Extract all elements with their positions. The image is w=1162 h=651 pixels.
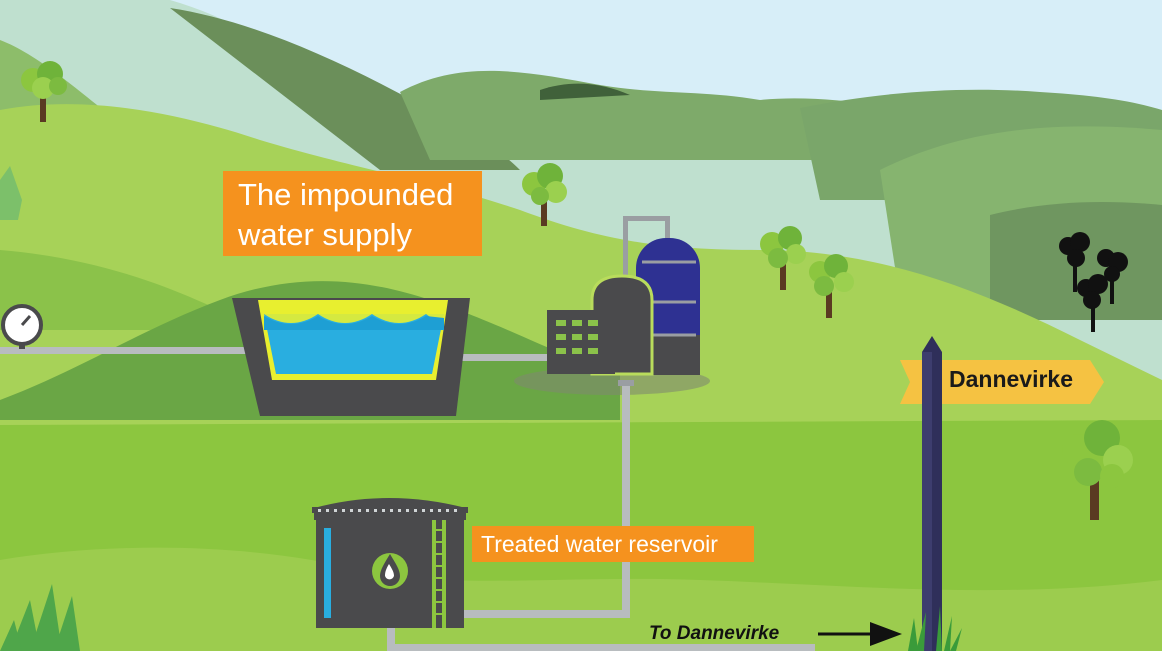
treatment-plant	[514, 216, 710, 395]
road-direction-label: To Dannevirke	[649, 623, 780, 644]
treated-reservoir-label: Treated water reservoir	[472, 526, 754, 562]
tree-icon	[21, 61, 67, 122]
impounded-reservoir	[232, 298, 470, 416]
treated-reservoir-tank	[312, 498, 468, 628]
sign-destination-label: Dannevirke	[949, 366, 1074, 392]
water-drop-icon	[372, 553, 408, 589]
tree-icon	[760, 226, 806, 290]
tree-icon	[1062, 420, 1133, 520]
pressure-gauge-icon	[1, 304, 43, 349]
tree-icon	[809, 254, 854, 318]
impounded-supply-label: The impounded water supply	[223, 171, 482, 256]
direction-arrow-icon	[818, 622, 902, 646]
tree-icon	[522, 163, 567, 226]
tree-icon	[1059, 232, 1128, 332]
far-hill	[400, 70, 900, 160]
signpost	[900, 336, 1104, 651]
